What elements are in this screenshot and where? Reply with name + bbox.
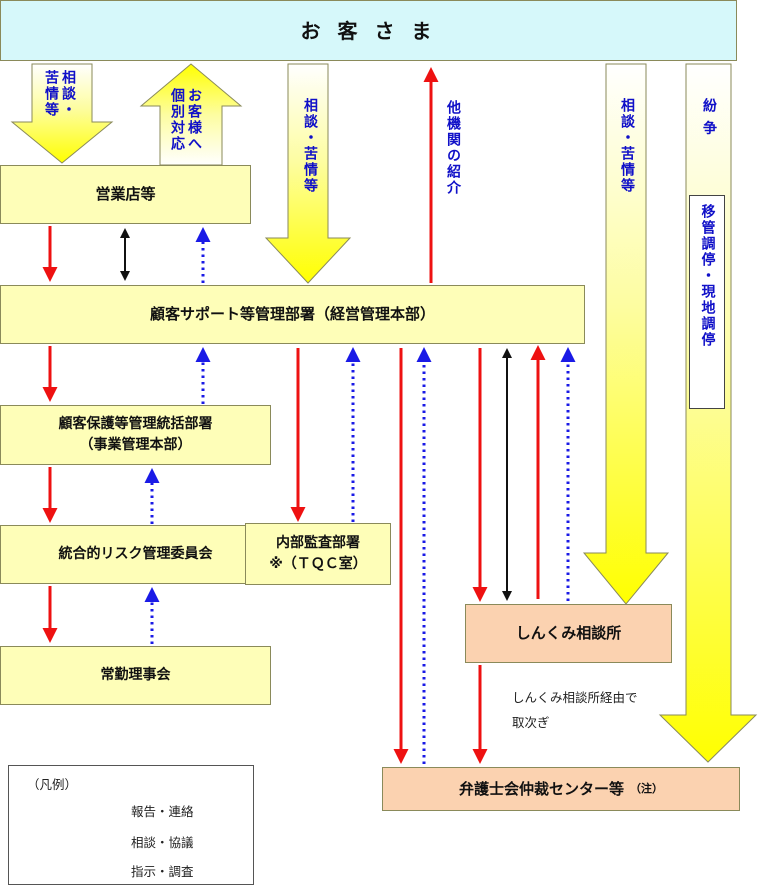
branch-box: 営業店等: [0, 165, 251, 224]
label-branch-to-customer: お客様へ個別対応: [169, 88, 202, 152]
risk-committee-label: 統合的リスク管理委員会: [58, 546, 213, 562]
label-other-agency: 他機関の紹介: [445, 100, 461, 196]
label-transfer: 移管調停・現地調停: [699, 204, 716, 348]
via-shinkumi-note-2: 取次ぎ: [512, 715, 550, 730]
protection-dept-label: 顧客保護等管理統括部署: [58, 416, 213, 432]
branch-label: 営業店等: [95, 185, 156, 204]
label-dispute: 紛 争: [701, 98, 717, 137]
big-arrow-consult-to-cs: [264, 63, 352, 284]
customer-box: お 客 さ ま: [0, 0, 737, 61]
board-box: 常勤理事会: [0, 646, 271, 705]
big-arrow-dispute: [658, 63, 758, 763]
protection-dept-box: 顧客保護等管理統括部署 （事業管理本部）: [0, 405, 271, 465]
customer-label: お 客 さ ま: [300, 18, 437, 43]
big-arrow-consult-to-shinkumi: [582, 63, 670, 605]
big-arrow-consult-to-branch: [10, 63, 114, 164]
shinkumi-label: しんくみ相談所: [515, 624, 622, 643]
legend-box: （凡例） 報告・連絡 相談・協議 指示・調査: [8, 765, 254, 885]
transfer-box: 移管調停・現地調停: [689, 195, 725, 409]
arbitration-box: 弁護士会仲裁センター等 （注）: [382, 767, 740, 811]
audit-dept-label: 内部監査部署: [276, 535, 360, 551]
audit-dept-sublabel: ※（ＴＱＣ室）: [269, 556, 367, 572]
big-arrow-branch-to-customer: [139, 63, 243, 166]
audit-dept-box: 内部監査部署 ※（ＴＱＣ室）: [245, 523, 391, 585]
label-consult-to-branch: 相談・苦情等: [43, 70, 76, 118]
legend-label-consult: 相談・協議: [131, 835, 194, 850]
cs-dept-box: 顧客サポート等管理部署（経営管理本部）: [0, 285, 585, 344]
shinkumi-box: しんくみ相談所: [465, 604, 672, 663]
label-consult-to-cs: 相談・苦情等: [302, 98, 318, 194]
legend-label-report: 報告・連絡: [131, 804, 194, 819]
via-shinkumi-note-1: しんくみ相談所経由で: [512, 690, 638, 705]
label-consult-to-shinkumi: 相談・苦情等: [619, 98, 635, 194]
arbitration-label: 弁護士会仲裁センター等: [458, 779, 624, 798]
cs-dept-label: 顧客サポート等管理部署（経営管理本部）: [149, 305, 435, 324]
legend-label-instruction: 指示・調査: [131, 864, 194, 879]
legend-title: （凡例）: [27, 777, 78, 792]
risk-committee-box: 統合的リスク管理委員会: [0, 525, 271, 584]
protection-dept-sublabel: （事業管理本部）: [79, 437, 192, 453]
arbitration-note: （注）: [630, 781, 663, 795]
board-label: 常勤理事会: [100, 667, 171, 683]
